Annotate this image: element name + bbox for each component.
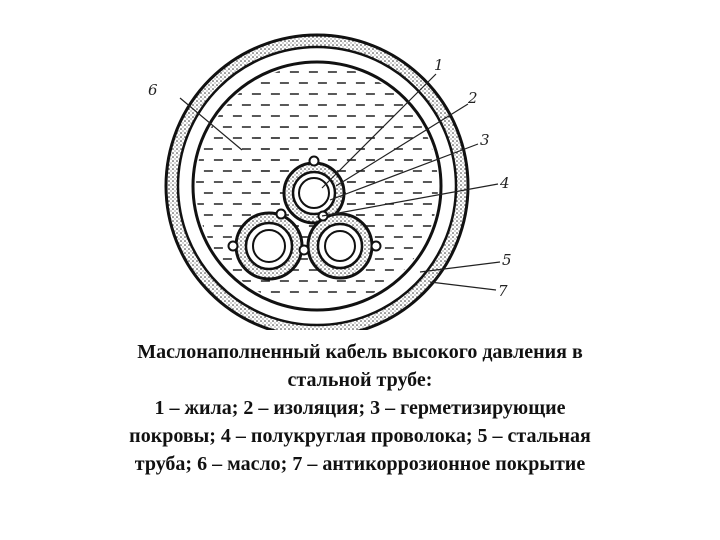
callout-2: 2 — [467, 89, 478, 107]
callout-6: 6 — [148, 81, 158, 99]
steel-pipe-inner-edge — [191, 60, 443, 312]
cable-core-top — [282, 161, 346, 225]
diagram-caption: Маслонаполненный кабель высокого давлени… — [40, 338, 680, 478]
cable-cross-section-diagram: 1 2 3 4 5 7 6 — [148, 33, 512, 330]
callout-7: 7 — [498, 282, 508, 300]
caption-line-5: труба; 6 – масло; 7 – антикоррозионное п… — [134, 453, 586, 475]
skid-wires — [227, 155, 382, 256]
caption-line-4: покровы; 4 – полукруглая проволока; 5 – … — [129, 425, 591, 447]
callout-3: 3 — [480, 131, 490, 149]
caption-line-2: стальной трубе: — [287, 369, 433, 391]
leader-lines — [179, 73, 501, 291]
callout-4: 4 — [499, 174, 510, 192]
caption-line-1: Маслонаполненный кабель высокого давлени… — [137, 341, 583, 363]
cable-core-right — [306, 212, 374, 280]
callout-5: 5 — [502, 251, 512, 269]
callout-1: 1 — [434, 56, 444, 74]
cable-core-left — [234, 211, 304, 281]
caption-line-3: 1 – жила; 2 – изоляция; 3 – герметизирую… — [154, 397, 566, 419]
